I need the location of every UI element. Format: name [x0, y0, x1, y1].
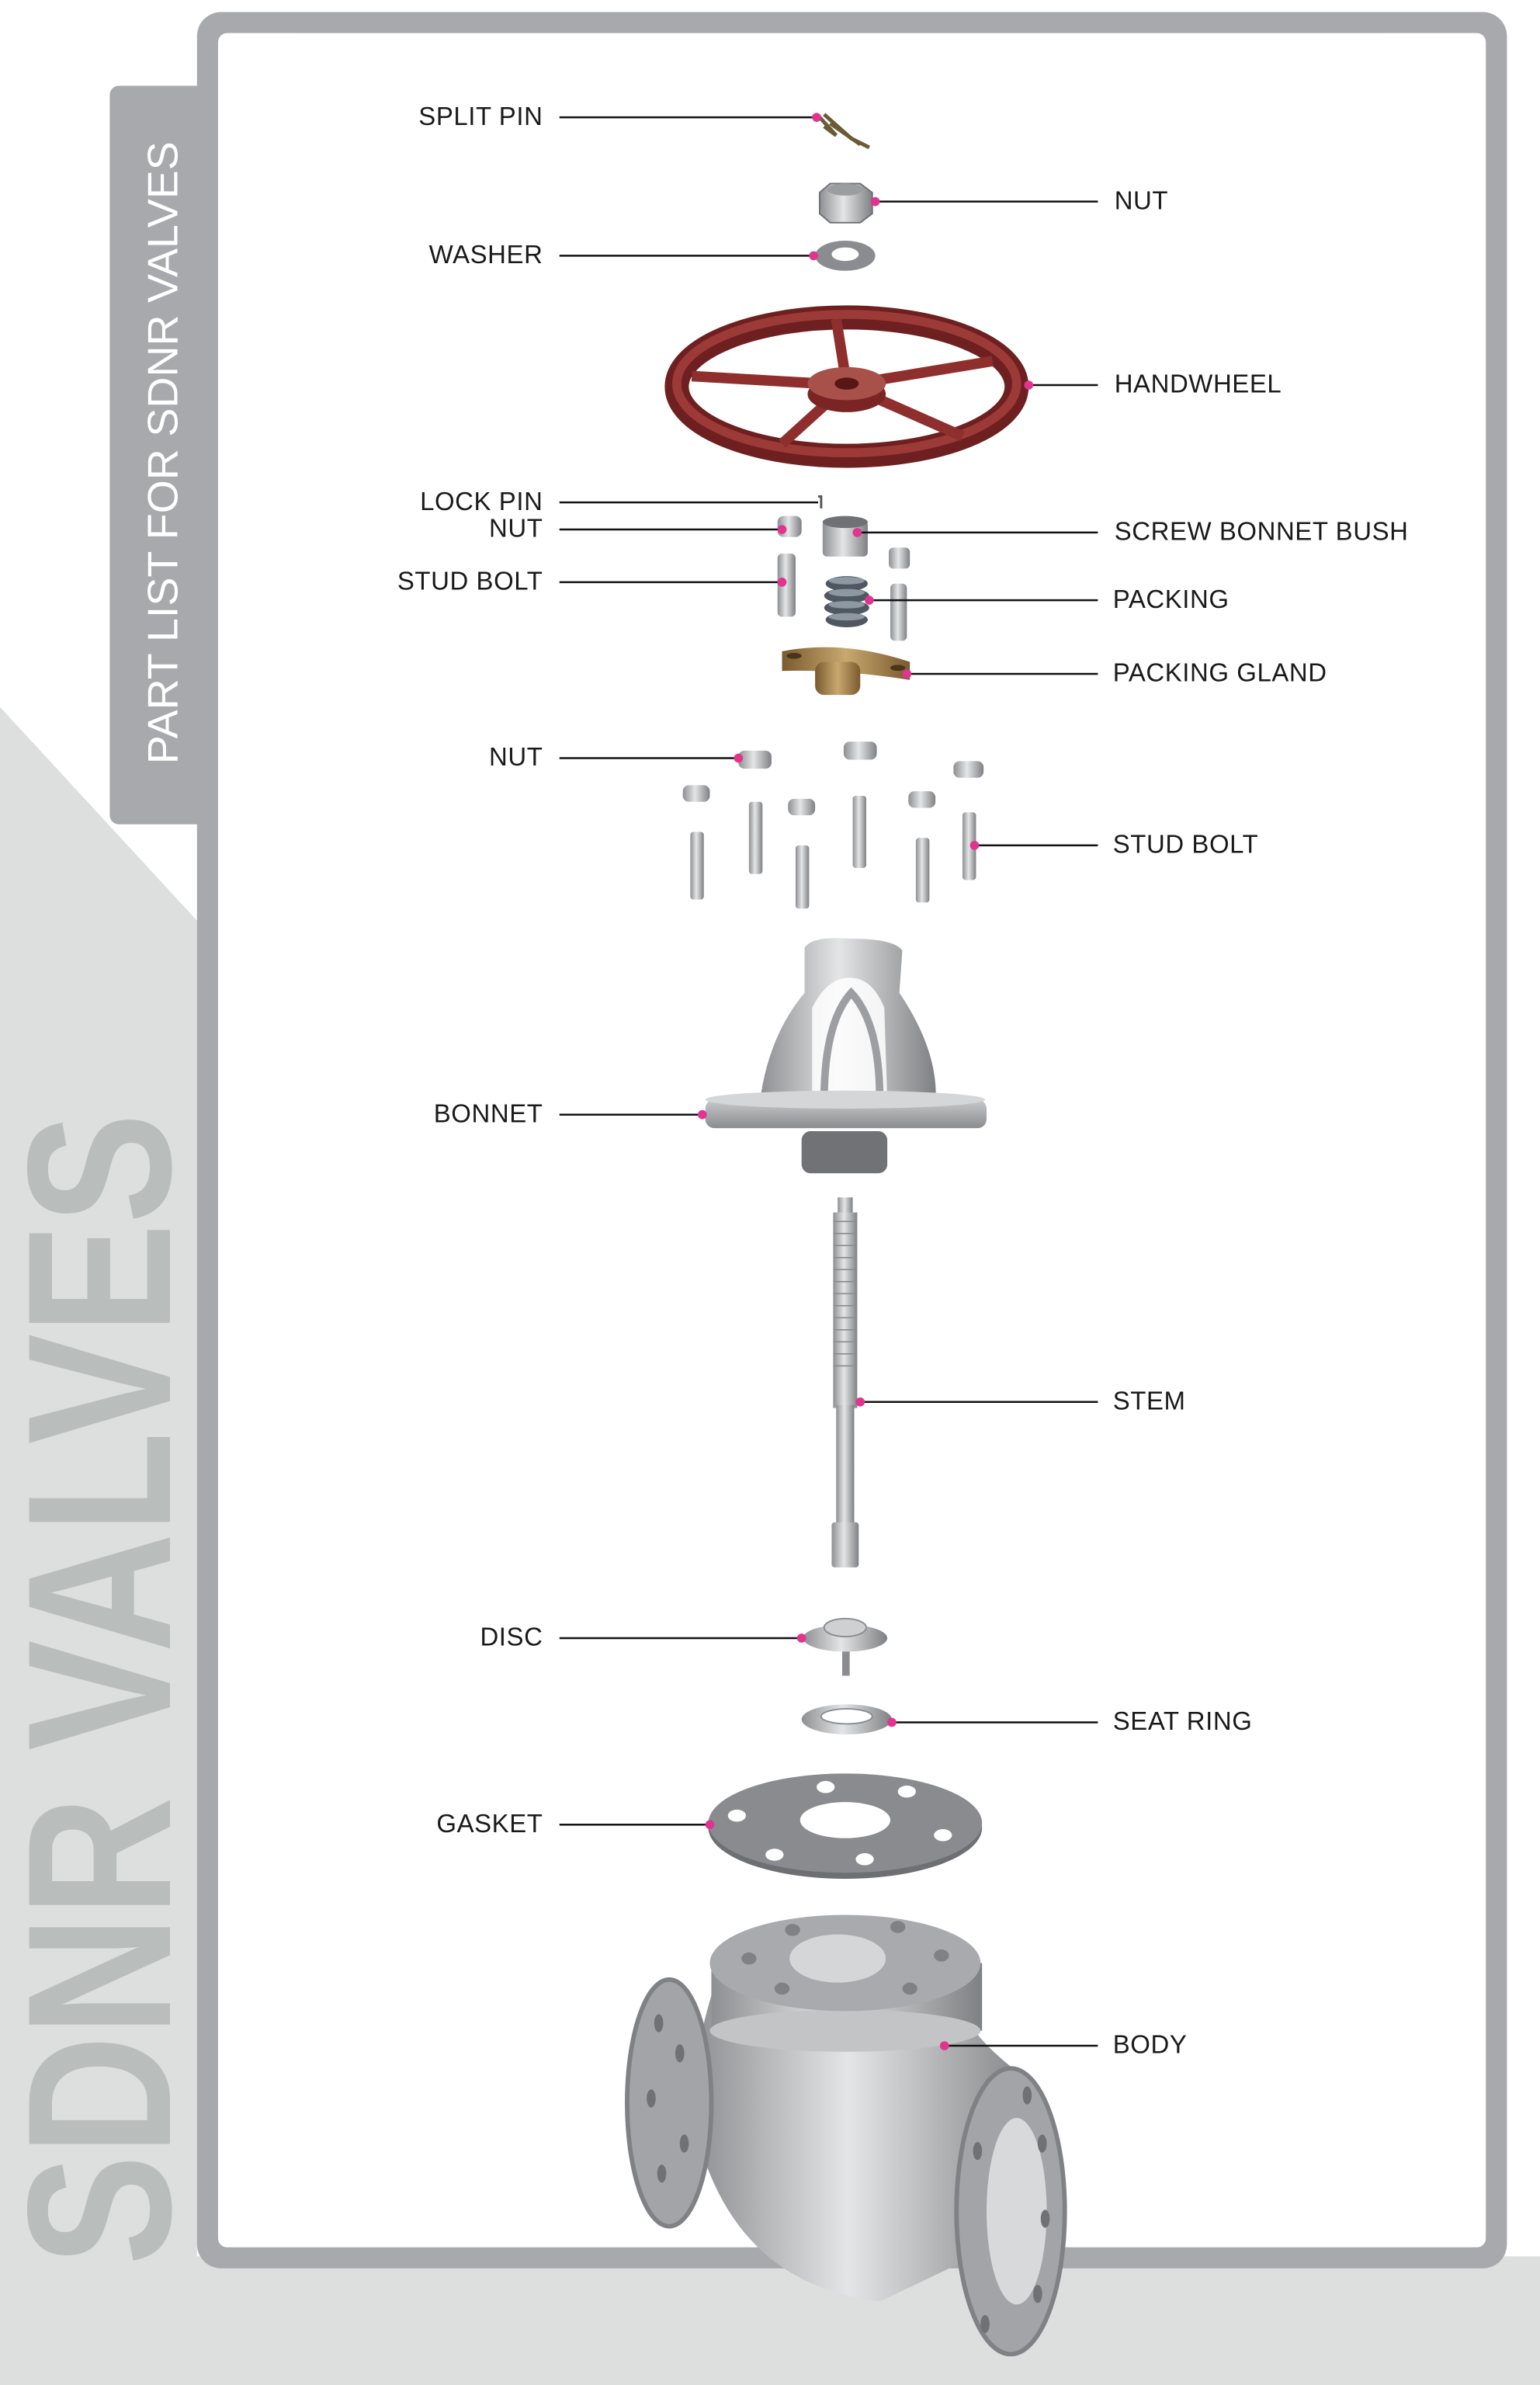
upper-fasteners-graphic [777, 516, 910, 641]
callout-nut-lower: NUT [489, 742, 744, 771]
gasket-graphic [708, 1773, 983, 1879]
callout-packing: PACKING [865, 585, 1230, 613]
packing-gland-graphic [782, 647, 910, 696]
background-diagonal-left [0, 706, 197, 2385]
label-gasket: GASKET [436, 1809, 543, 1838]
washer-graphic [815, 241, 876, 271]
label-bonnet: BONNET [434, 1099, 543, 1127]
label-disc: DISC [480, 1623, 543, 1651]
callout-bonnet: BONNET [434, 1099, 707, 1127]
body-graphic [625, 1915, 1067, 2357]
callout-handwheel: HANDWHEEL [1024, 370, 1282, 398]
label-stud-bolt-upper: STUD BOLT [397, 567, 543, 595]
split-pin-graphic [818, 113, 870, 150]
side-tab [109, 85, 216, 825]
label-nut-top: NUT [1115, 186, 1168, 214]
label-stem: STEM [1113, 1386, 1186, 1415]
sdnr-valves-watermark: SDNR VALVES [0, 1113, 213, 2265]
label-split-pin: SPLIT PIN [418, 102, 543, 130]
callout-seat-ring: SEAT RING [887, 1706, 1252, 1735]
callout-disc: DISC [480, 1623, 806, 1651]
callout-stud-bolt-upper: STUD BOLT [397, 567, 787, 595]
callout-screw-bonnet-bush: SCREW BONNET BUSH [852, 517, 1409, 546]
label-handwheel: HANDWHEEL [1115, 370, 1282, 398]
callout-packing-gland: PACKING GLAND [902, 658, 1327, 687]
background-diagonal-bottom-right [1425, 2268, 1540, 2385]
label-seat-ring: SEAT RING [1113, 1706, 1253, 1735]
disc-graphic [803, 1617, 888, 1676]
callout-stem: STEM [855, 1386, 1185, 1415]
background-bottom-band [0, 2256, 1540, 2385]
side-tab-title: PART LIST FOR SDNR VALVES [140, 141, 187, 764]
lock-pin-graphic [818, 495, 823, 509]
label-nut-lock: NUT [489, 514, 543, 543]
label-nut-lower: NUT [489, 742, 543, 771]
nut-top-graphic [818, 182, 873, 224]
label-screw-bonnet-bush: SCREW BONNET BUSH [1115, 517, 1409, 546]
label-stud-bolt-lower: STUD BOLT [1113, 830, 1259, 859]
stem-graphic [831, 1197, 859, 1567]
callout-washer: WASHER [429, 240, 818, 269]
lower-nuts-and-stud-bolts-graphic [682, 741, 984, 909]
callout-split-pin: SPLIT PIN [418, 102, 821, 130]
callout-gasket: GASKET [436, 1809, 715, 1838]
seat-ring-graphic [801, 1704, 892, 1734]
handwheel-graphic [664, 305, 1029, 468]
callout-stud-bolt-lower: STUD BOLT [969, 830, 1259, 859]
callout-nut-top: NUT [870, 186, 1168, 214]
callout-lock-pin: LOCK PIN [420, 487, 818, 516]
label-packing: PACKING [1113, 585, 1230, 613]
label-lock-pin: LOCK PIN [420, 487, 543, 516]
callout-body: BODY [939, 2030, 1188, 2059]
label-washer: WASHER [429, 240, 543, 269]
bonnet-graphic [705, 938, 987, 1174]
label-packing-gland: PACKING GLAND [1113, 658, 1327, 687]
label-body: BODY [1113, 2030, 1188, 2059]
callout-nut-lock: NUT [489, 514, 787, 543]
